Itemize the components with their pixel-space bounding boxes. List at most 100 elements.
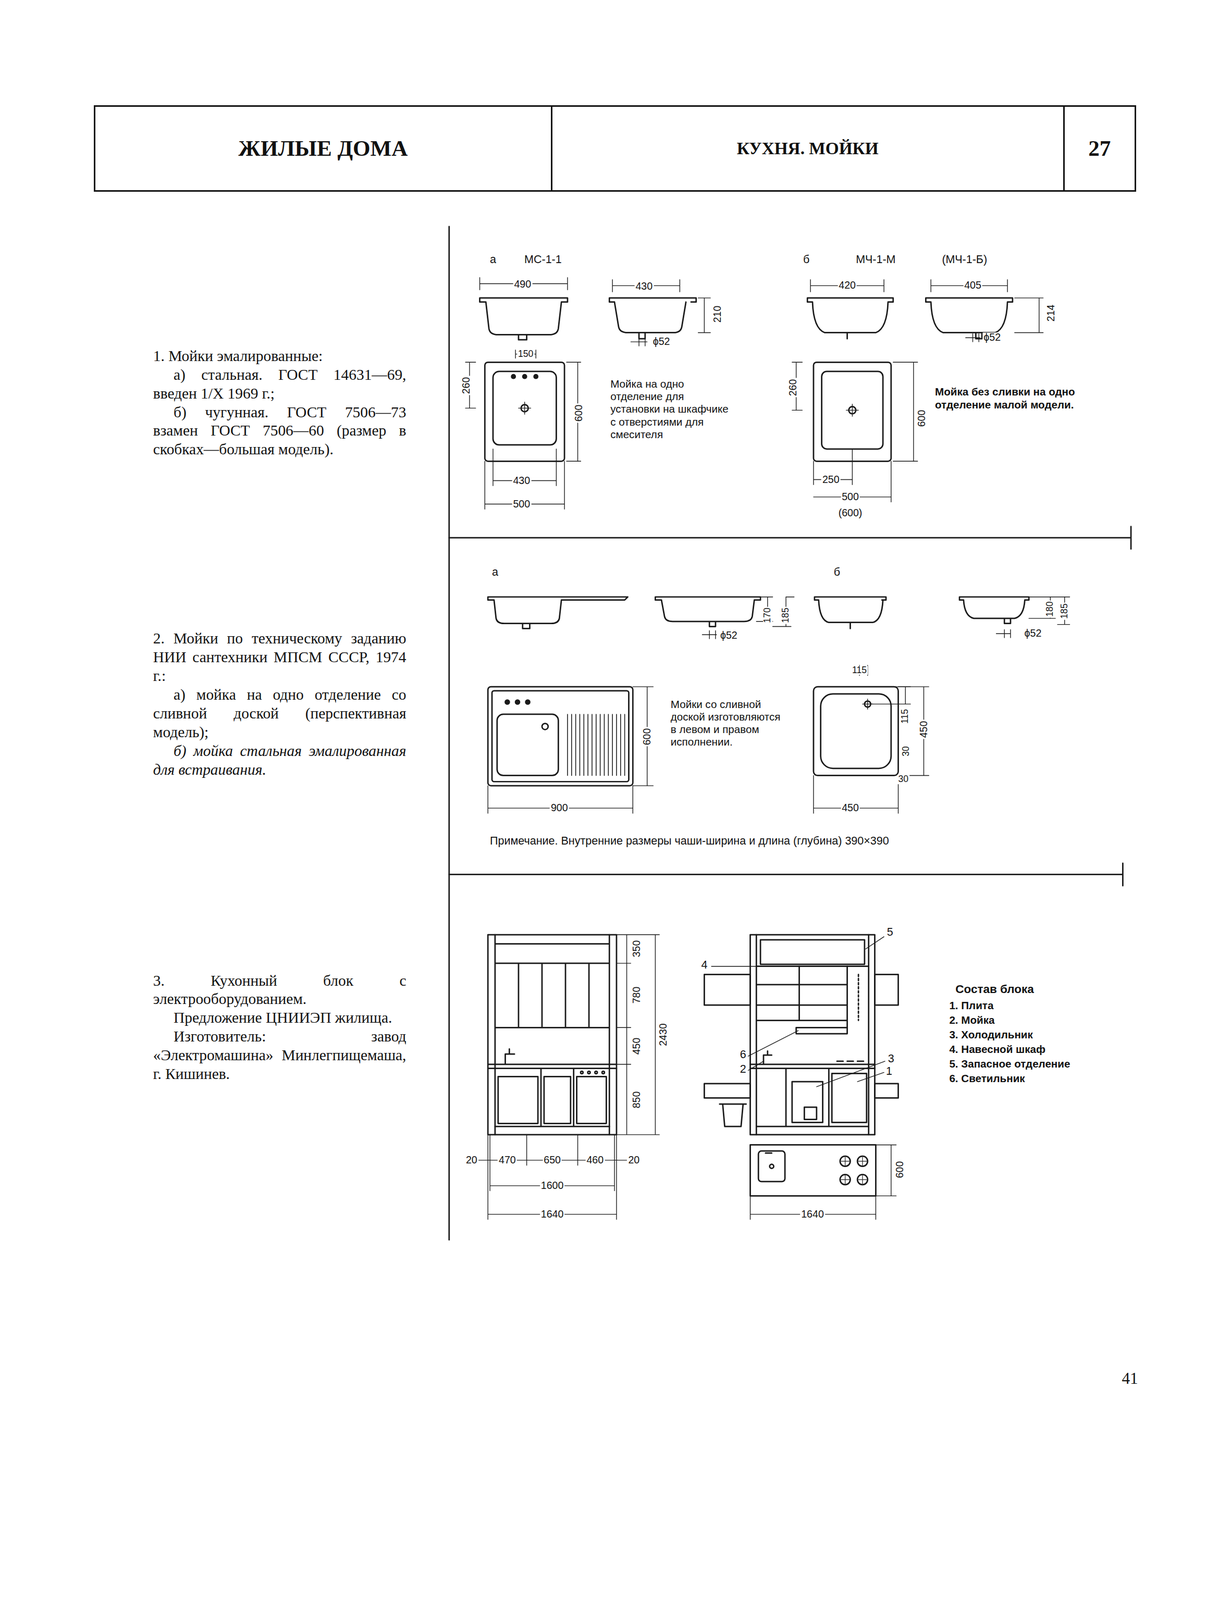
page-number: 41 [1120,1370,1139,1387]
legend-item: 4. Навесной шкаф [949,1042,1103,1057]
kitchen-block-section [704,934,898,1136]
page-rules [448,226,450,1241]
dimension-value: 185 [1060,602,1070,621]
kitchen-block-section [704,974,750,1006]
callout-number: 3 [887,1053,896,1066]
dimension-value: ϕ52 [651,336,672,348]
kitchen-block-section [857,974,860,1021]
model-code: МЧ-1-М [854,254,897,267]
sink-mch-1-m [807,298,894,339]
header-text: КУХНЯ. МОЙКИ [736,138,879,159]
dimension-value: 430 [634,281,654,293]
note-text: Мойка без сливки на одно отделение малой… [934,385,1089,412]
sink-ms-1-1 [534,374,538,379]
note-text: Мойки со сливной доской изготовляются в … [670,698,783,749]
dimension-value: 170 [762,606,773,624]
figure-letter: а [490,567,500,579]
dimension-lines [750,1145,897,1220]
dimension-lines [493,449,557,487]
dimension-value: 115 [900,708,910,725]
kitchen-block-section [804,1107,817,1120]
model-code: МС-1-1 [523,254,563,267]
dimension-value: 2430 [658,1022,669,1048]
dimension-value: 260 [788,378,799,398]
sink-with-drainboard [497,714,559,777]
kitchen-block-section [719,1104,747,1127]
description-text: б) чугунная. ГОСТ 7506—73 взамен ГОСТ 75… [153,403,407,460]
kitchen-block-front [580,1071,584,1075]
sink-ms-1-1 [609,298,696,339]
dimension-value: 780 [631,985,643,1005]
kitchen-block-front [594,1071,598,1075]
dimension-lines [750,1145,897,1220]
callout-number: 1 [884,1066,894,1078]
built-in-sink [813,686,899,776]
kitchen-block-front [487,1049,617,1127]
kitchen-block-front [487,934,617,1136]
kitchen-block-section [756,934,869,1136]
kitchen-block-front [495,934,610,1136]
kitchen-block-section [831,1073,867,1123]
kitchen-block-front [576,1076,607,1124]
sink-mch-1-m [813,362,892,462]
kitchen-block-section [750,934,876,1136]
dimension-lines [632,686,654,786]
dimension-value: 500 [840,491,860,503]
dimension-lines [813,449,853,486]
dimension-lines [484,461,565,510]
leader-lines [711,937,885,1088]
callout-number: 4 [699,959,709,972]
dimension-value: 1640 [799,1209,826,1221]
kitchen-block-section [792,1081,823,1123]
description-column: 1. Мойки эмалированные:а) стальная. ГОСТ… [153,347,407,460]
dimension-value: 470 [497,1155,517,1166]
dimension-lines [893,362,918,462]
dimension-lines [898,686,930,776]
built-in-sink [813,597,1029,777]
kitchen-block-section [704,1084,750,1099]
description-text: б) мойка стальная эмалированная для встр… [153,742,407,780]
dimension-lines [612,279,711,347]
dimension-value: 600 [573,403,585,424]
kitchen-block-section [874,1084,898,1099]
kitchen-block-front [498,1076,538,1124]
kitchen-block-plan [750,1145,877,1197]
dimension-value: 490 [512,279,533,291]
page-rules [449,526,1131,550]
dimension-value: 430 [511,475,532,487]
kitchen-block-section [756,966,847,1029]
dimension-value: 210 [712,304,723,325]
legend-item: 1. Плита [949,999,1103,1014]
dimension-lines [479,277,568,291]
sink-with-drainboard [655,597,761,627]
dimension-value: 30 [901,745,912,758]
model-code: (МЧ-1-Б) [940,254,989,267]
kitchen-block-front [544,1076,571,1124]
dimension-value: 260 [461,376,472,396]
dimension-value: 600 [642,727,653,747]
sink-mch-1-m [846,404,859,417]
dimension-value: 600 [895,1160,906,1180]
description-text: 2. Мойки по техническому заданию НИИ сан… [153,629,407,686]
built-in-sink [820,694,892,769]
kitchen-block-plan [765,1152,772,1155]
sink-mch-1-m [807,298,1013,462]
header-text: 27 [1088,135,1111,162]
dimension-value: 450 [840,803,860,814]
header-text: ЖИЛЫЕ ДОМА [238,135,408,162]
page-rules [449,863,1124,886]
legend-item: Состав блока [949,981,1103,997]
figure-letter: б [832,567,842,579]
sink-with-drainboard [487,597,628,630]
sink-with-drainboard [542,723,549,731]
dimension-lines [487,785,633,814]
technical-drawing [449,226,1131,1241]
dimension-value: 900 [549,803,570,814]
built-in-sink [814,597,886,630]
description-text: 1. Мойки эмалированные: [153,347,407,366]
dimension-lines [487,597,795,814]
legend-item: 3. Холодильник [949,1028,1103,1043]
dimension-value: 250 [821,474,841,486]
description-text: Предложение ЦНИИЭП жилища. [153,1008,407,1028]
